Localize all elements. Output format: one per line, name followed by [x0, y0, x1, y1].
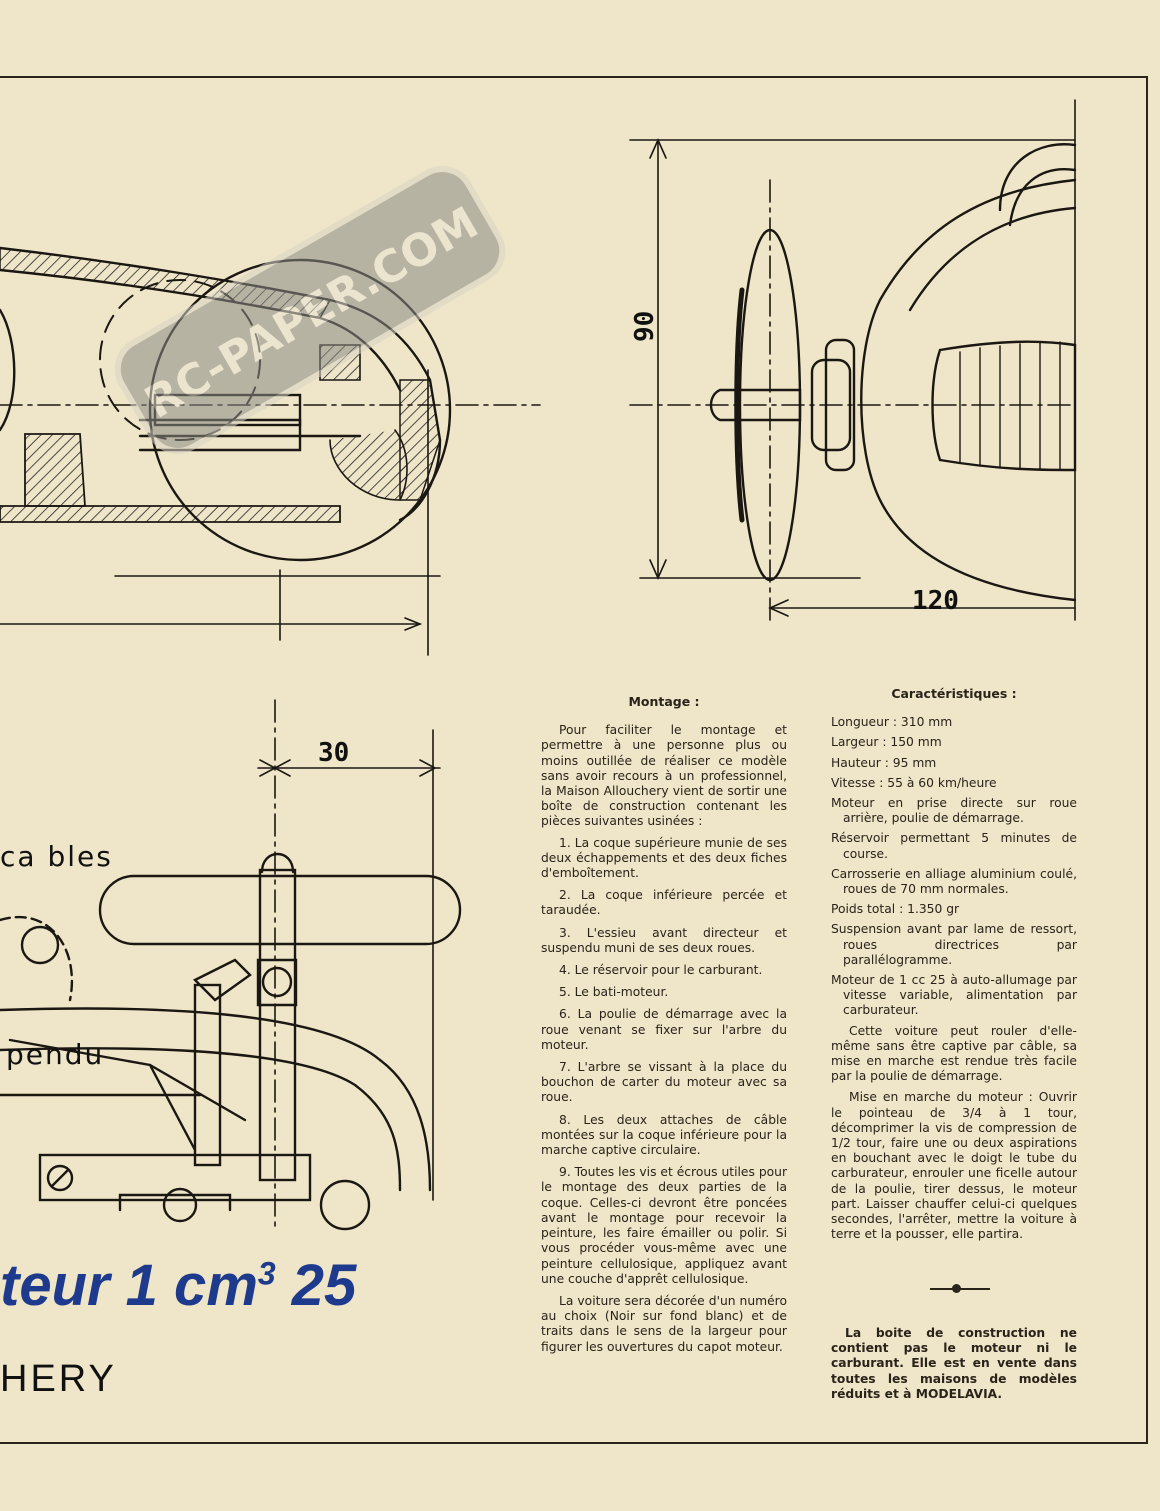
montage-item: 3. L'essieu avant directeur et suspendu … [541, 925, 787, 955]
montage-item: 4. Le réservoir pour le carburant. [559, 963, 763, 978]
spec-line: Longueur : 310 mm [831, 715, 953, 730]
spec-line: Réservoir permettant 5 minutes de course… [831, 831, 1077, 861]
specs-paragraph: Mise en marche du moteur : Ouvrir le poi… [831, 1090, 1077, 1242]
title-exponent: 3 [257, 1255, 276, 1292]
montage-item: 6. La poulie de démarrage avec la roue v… [541, 1007, 787, 1052]
spec-line: Largeur : 150 mm [831, 735, 942, 750]
label-pendu: pendu [6, 1038, 105, 1071]
montage-item: 1. La coque supérieure munie de ses deux… [541, 835, 787, 881]
title-size: 25 [275, 1253, 357, 1318]
spec-line: Vitesse : 55 à 60 km/heure [831, 775, 997, 790]
specs-heading: Caractéristiques : [891, 686, 1017, 701]
specs-column: Caractéristiques : Longueur : 310 mm Lar… [831, 686, 1077, 1249]
label-cables: ca bles [0, 840, 113, 873]
montage-item: 5. Le bati-moteur. [559, 985, 669, 1000]
montage-intro: Pour faciliter le montage et permettre à… [541, 723, 787, 829]
dimension-30: 30 [318, 738, 350, 768]
title-main: teur 1 cm [0, 1253, 258, 1318]
article-title: teur 1 cm3 25 [0, 1252, 356, 1319]
spec-line: Carrosserie en alliage aluminium coulé, … [831, 866, 1077, 897]
montage-item: La voiture sera décorée d'un numéro au c… [541, 1293, 787, 1354]
section-divider [930, 1284, 990, 1293]
spec-line: Hauteur : 95 mm [831, 755, 937, 770]
article-subtitle: HERY [0, 1358, 117, 1400]
dimension-90: 90 [630, 310, 660, 342]
spec-line: Suspension avant par lame de ressort, ro… [831, 922, 1077, 967]
construction-note: La boite de construction ne contient pas… [831, 1326, 1077, 1401]
front-view [629, 99, 1077, 621]
top-view [0, 699, 462, 1231]
spec-line: Poids total : 1.350 gr [831, 902, 960, 917]
montage-heading: Montage : [628, 694, 700, 709]
montage-item: 2. La coque inférieure percée et taraudé… [541, 888, 787, 918]
montage-column: Montage : Pour faciliter le montage et p… [541, 694, 787, 1362]
note-block: La boite de construction ne contient pas… [831, 1316, 1077, 1402]
spec-line: Moteur en prise directe sur roue arrière… [831, 796, 1077, 826]
specs-paragraph: Cette voiture peut rouler d'elle-même sa… [831, 1023, 1077, 1084]
spec-line: Moteur de 1 cc 25 à auto-allumage par vi… [831, 973, 1077, 1018]
watermark-logo: RC-PAPER.COM [114, 166, 506, 454]
montage-item: 9. Toutes les vis et écrous utiles pour … [541, 1165, 787, 1286]
montage-item: 7. L'arbre se vissant à la place du bouc… [541, 1060, 787, 1105]
page-frame [0, 76, 1148, 1444]
dimension-120: 120 [912, 586, 959, 616]
montage-item: 8. Les deux attaches de câble montées su… [541, 1112, 787, 1158]
